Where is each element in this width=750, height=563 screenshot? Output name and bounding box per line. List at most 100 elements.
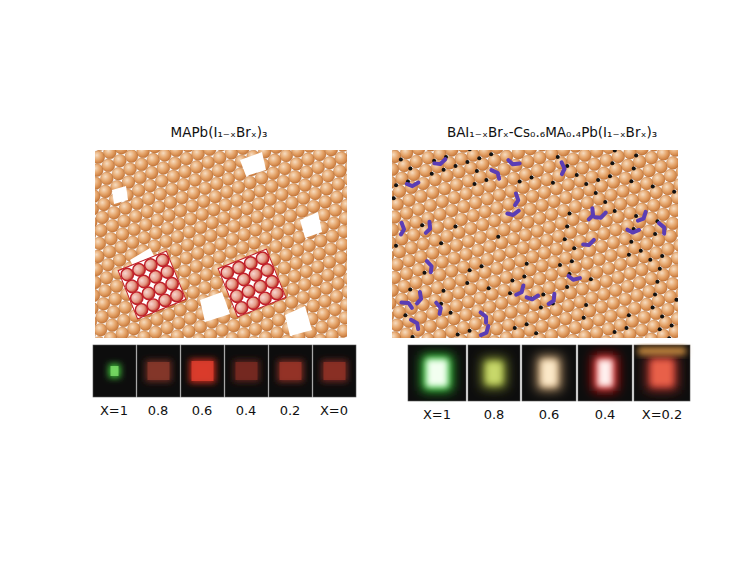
atom-sphere — [412, 203, 425, 216]
cation-dot — [565, 285, 569, 289]
atom-sphere — [424, 199, 437, 212]
atom-sphere — [329, 204, 342, 217]
atom-sphere — [104, 332, 117, 338]
atom-sphere — [326, 329, 339, 338]
cation-dot — [667, 336, 671, 338]
cation-dot — [392, 196, 396, 200]
atom-sphere — [450, 178, 463, 191]
atom-sphere — [392, 258, 404, 271]
emission-glow — [146, 360, 172, 382]
atom-sphere — [448, 191, 461, 204]
atom-sphere — [287, 283, 300, 296]
atom-sphere — [645, 333, 658, 338]
atom-sphere — [110, 280, 123, 293]
atom-sphere — [628, 302, 641, 315]
atom-sphere — [426, 186, 439, 199]
atom-sphere — [311, 260, 324, 273]
atom-sphere — [287, 183, 300, 196]
atom-sphere — [578, 330, 591, 338]
atom-sphere — [614, 319, 627, 332]
atom-sphere — [493, 189, 506, 202]
atom-sphere — [407, 229, 420, 242]
atom-sphere — [600, 335, 613, 338]
atom-sphere — [507, 232, 520, 245]
atom-sphere — [218, 212, 231, 225]
cation-dot — [651, 184, 655, 188]
atom-sphere — [605, 310, 618, 323]
atom-sphere — [567, 274, 580, 287]
atom-sphere — [163, 209, 176, 222]
emission-core — [280, 362, 302, 380]
cation-dot — [423, 271, 427, 275]
atom-sphere — [521, 216, 534, 229]
atom-sphere — [460, 308, 473, 321]
atom-sphere — [345, 259, 347, 272]
atom-sphere — [614, 198, 627, 211]
atom-sphere — [333, 264, 346, 277]
atom-sphere — [190, 161, 203, 174]
atom-sphere — [650, 247, 663, 260]
atom-sphere — [669, 150, 678, 156]
atom-sphere — [196, 208, 209, 221]
atom-sphere — [598, 227, 611, 240]
atom-sphere — [436, 195, 449, 208]
atom-sphere — [536, 259, 549, 272]
cation-dot — [572, 246, 576, 250]
atom-sphere — [548, 316, 561, 329]
atom-sphere — [605, 249, 618, 262]
atom-sphere — [188, 273, 201, 286]
atom-sphere — [96, 211, 109, 224]
atom-sphere — [336, 337, 347, 338]
atom-sphere — [332, 277, 345, 290]
butylammonium — [401, 223, 404, 235]
atom-sphere — [519, 168, 532, 181]
atom-sphere — [286, 197, 299, 210]
atom-sphere — [145, 166, 158, 179]
atom-sphere — [273, 214, 286, 227]
atom-sphere — [502, 258, 515, 271]
cation-dot — [639, 249, 643, 253]
cation-dot — [487, 286, 491, 290]
cation-dot — [613, 150, 617, 152]
atom-sphere — [493, 310, 506, 323]
atom-sphere — [488, 214, 501, 227]
atom-sphere — [225, 246, 238, 259]
cluster-outline — [218, 249, 286, 317]
void — [112, 186, 128, 204]
atom-sphere — [299, 179, 312, 192]
atom-sphere — [645, 272, 658, 285]
atom-sphere — [224, 160, 237, 173]
atom-sphere — [557, 325, 570, 338]
device-photo — [181, 345, 224, 397]
cation-dot — [442, 289, 446, 293]
atom-sphere — [607, 236, 620, 249]
atom-sphere — [216, 225, 229, 238]
atom-sphere — [226, 332, 239, 338]
atom-sphere — [483, 301, 496, 314]
atom-sphere — [560, 191, 573, 204]
atom-sphere — [538, 247, 551, 260]
emission-core — [651, 360, 673, 386]
atom-sphere — [403, 194, 416, 207]
cation-dot — [660, 254, 664, 258]
photo-frame — [468, 345, 520, 401]
atom-sphere — [590, 266, 603, 279]
atom-sphere — [328, 217, 341, 230]
emission-glow — [234, 360, 260, 382]
atom-sphere — [204, 229, 217, 242]
atom-sphere — [170, 243, 183, 256]
atom-sphere — [474, 292, 487, 305]
atom-sphere — [576, 222, 589, 235]
atom-sphere — [109, 293, 122, 306]
atom-sphere — [189, 174, 202, 187]
cluster-ground — [218, 249, 286, 317]
atom-sphere — [141, 205, 154, 218]
atom-sphere — [462, 175, 475, 188]
atom-sphere — [339, 212, 347, 225]
atom-sphere — [455, 213, 468, 226]
atom-sphere — [251, 310, 264, 323]
atom-sphere — [161, 321, 174, 334]
device-photo — [269, 345, 312, 397]
emission-core — [111, 366, 119, 376]
atom-sphere — [166, 183, 179, 196]
